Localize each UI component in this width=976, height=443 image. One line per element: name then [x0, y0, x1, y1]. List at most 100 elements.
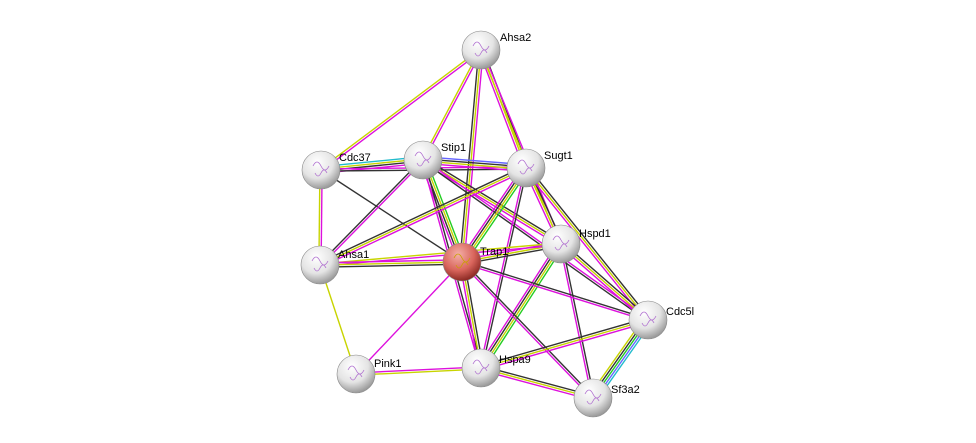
- edge-evidence-experiments: [320, 169, 528, 268]
- edge-ahsa2-cdc37[interactable]: [319, 48, 483, 172]
- node-sphere[interactable]: [506, 148, 546, 188]
- node-label: Stip1: [441, 142, 466, 154]
- node-cdc5l[interactable]: Cdc5l: [628, 300, 694, 340]
- edge-trap1-cdc5l[interactable]: [461, 260, 649, 322]
- edge-evidence-coexpression: [481, 168, 528, 369]
- node-sphere[interactable]: [628, 300, 668, 340]
- edge-evidence-coexpression: [320, 169, 463, 263]
- edge-evidence-experiments: [480, 369, 593, 401]
- protein-structure-icon: [472, 41, 490, 57]
- node-ahsa2[interactable]: Ahsa2: [461, 30, 531, 70]
- node-label: Ahsa1: [338, 249, 369, 261]
- node-stip1[interactable]: Stip1: [403, 140, 466, 180]
- node-cdc37[interactable]: Cdc37: [301, 150, 371, 190]
- edge-trap1-ahsa1[interactable]: [319, 259, 463, 268]
- edge-trap1-sf3a2[interactable]: [460, 260, 595, 400]
- edge-evidence-textmining: [356, 368, 482, 376]
- edge-evidence-coexpression: [561, 241, 650, 319]
- edge-evidence-textmining: [319, 242, 561, 265]
- node-pink1[interactable]: Pink1: [336, 354, 402, 394]
- protein-structure-icon: [552, 235, 570, 251]
- edge-pink1-hspa9[interactable]: [355, 366, 482, 376]
- edge-evidence-textmining: [525, 167, 649, 321]
- node-sphere[interactable]: [461, 348, 501, 388]
- edge-evidence-coexpression: [318, 165, 526, 264]
- node-hspd1[interactable]: Hspd1: [541, 224, 611, 264]
- protein-structure-icon: [311, 256, 329, 272]
- node-hspa9[interactable]: Hspa9: [461, 348, 531, 388]
- edge-evidence-textmining: [480, 367, 594, 399]
- node-sphere[interactable]: [301, 150, 341, 190]
- edge-evidence-experiments: [477, 241, 559, 367]
- edges-layer: [318, 48, 653, 401]
- node-label: Trap1: [480, 246, 508, 258]
- edge-evidence-experiments: [481, 321, 649, 371]
- edge-ahsa2-stip1[interactable]: [421, 49, 483, 161]
- node-sphere[interactable]: [442, 242, 482, 282]
- node-sphere[interactable]: [573, 378, 613, 418]
- edge-evidence-experiments: [355, 261, 463, 375]
- node-label: Pink1: [374, 358, 402, 370]
- edge-ahsa2-trap1[interactable]: [459, 49, 484, 263]
- edge-evidence-experiments: [461, 262, 648, 322]
- edge-hspd1-sf3a2[interactable]: [559, 243, 595, 399]
- edge-evidence-experiments: [523, 168, 647, 322]
- edge-cdc37-trap1[interactable]: [320, 169, 463, 263]
- edge-evidence-coexpression: [561, 243, 595, 398]
- node-label: Hspa9: [499, 354, 531, 366]
- edge-trap1-pink1[interactable]: [355, 261, 463, 375]
- node-sphere[interactable]: [300, 245, 340, 285]
- edge-evidence-experiments: [463, 50, 484, 263]
- edge-evidence-coexpression: [320, 263, 463, 268]
- protein-structure-icon: [584, 389, 602, 405]
- edge-sugt1-cdc5l[interactable]: [523, 166, 651, 322]
- edge-evidence-textmining: [422, 159, 562, 245]
- edge-evidence-experiments: [423, 50, 483, 161]
- edge-stip1-cdc5l[interactable]: [421, 158, 650, 322]
- protein-structure-icon: [472, 359, 490, 375]
- node-sugt1[interactable]: Sugt1: [506, 148, 573, 188]
- edge-evidence-coexpression: [479, 243, 561, 368]
- node-label: Hspd1: [579, 228, 611, 240]
- edge-evidence-experiments: [319, 259, 462, 264]
- edge-evidence-experiments: [479, 167, 526, 368]
- node-sphere[interactable]: [541, 224, 581, 264]
- edge-evidence-coexpression: [527, 166, 651, 320]
- edge-evidence-experiments: [320, 160, 425, 267]
- node-trap1[interactable]: Trap1: [442, 242, 508, 282]
- edge-sugt1-hspa9[interactable]: [479, 167, 528, 369]
- edge-evidence-experiments: [355, 366, 481, 374]
- edge-hspa9-sf3a2[interactable]: [480, 365, 594, 401]
- edge-stip1-ahsa1[interactable]: [318, 158, 425, 267]
- node-label: Cdc5l: [666, 306, 694, 318]
- protein-structure-icon: [312, 161, 330, 177]
- edge-evidence-coexpression: [480, 317, 648, 367]
- edge-evidence-experiments: [559, 245, 648, 323]
- protein-structure-icon: [639, 311, 657, 327]
- protein-structure-icon: [517, 159, 535, 175]
- edge-evidence-textmining: [481, 244, 563, 369]
- edge-evidence-textmining: [421, 49, 481, 160]
- edge-stip1-hspd1[interactable]: [421, 157, 563, 247]
- edge-sugt1-ahsa1[interactable]: [318, 165, 528, 268]
- node-ahsa1[interactable]: Ahsa1: [300, 245, 369, 285]
- node-label: Ahsa2: [500, 32, 531, 44]
- node-sf3a2[interactable]: Sf3a2: [573, 378, 640, 418]
- edge-evidence-textmining: [319, 167, 527, 266]
- node-sphere[interactable]: [461, 30, 501, 70]
- edge-hspd1-hspa9[interactable]: [477, 241, 565, 371]
- protein-structure-icon: [414, 151, 432, 167]
- edge-evidence-coexpression: [462, 260, 595, 398]
- edge-evidence-coexpression: [421, 160, 648, 322]
- edge-evidence-experiments: [321, 50, 483, 172]
- node-sphere[interactable]: [336, 354, 376, 394]
- node-sphere[interactable]: [403, 140, 443, 180]
- edge-hspa9-cdc5l[interactable]: [480, 317, 649, 371]
- edge-evidence-textmining: [480, 319, 649, 369]
- edge-evidence-textmining: [461, 49, 482, 263]
- edge-evidence-experiments: [460, 262, 593, 400]
- edge-evidence-coexpression: [423, 157, 563, 243]
